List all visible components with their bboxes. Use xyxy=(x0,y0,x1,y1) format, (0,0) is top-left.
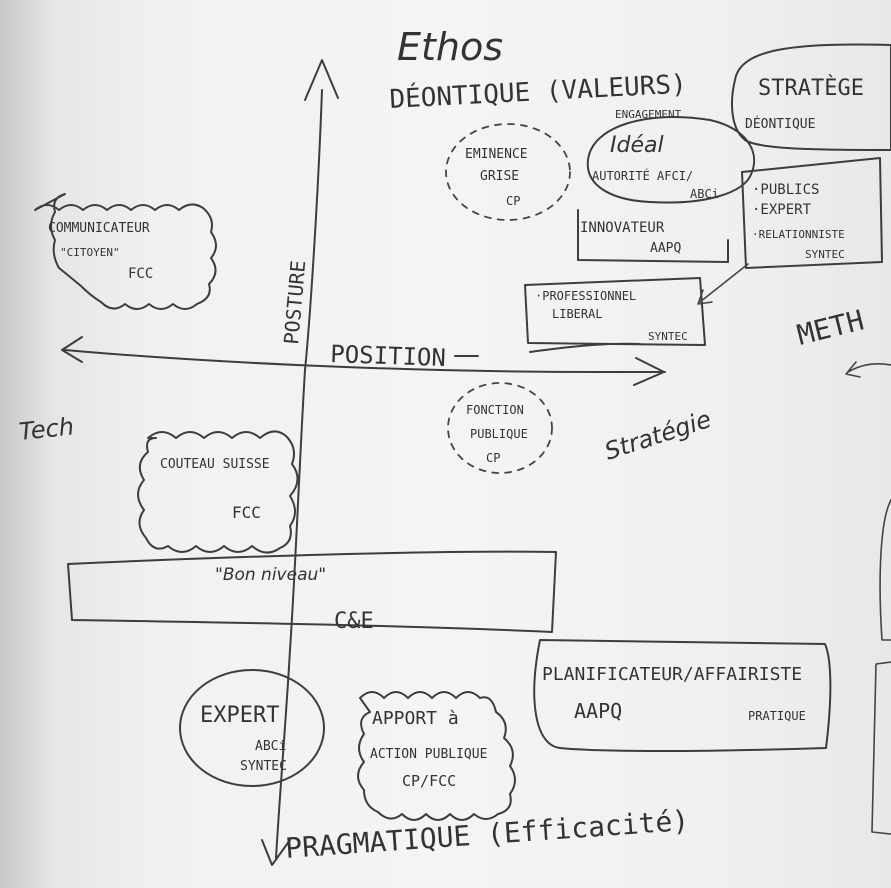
professionnel-tag: SYNTEC xyxy=(648,330,688,343)
bon-niveau-box xyxy=(67,550,557,633)
communicateur-l1: COMMUNICATEUR xyxy=(48,221,150,236)
professionnel-l1: ·PROFESSIONNEL xyxy=(535,289,636,303)
eminence-l2: GRISE xyxy=(480,169,519,184)
ideal-l1: Idéal xyxy=(610,133,664,158)
position-label: POSITION xyxy=(330,340,447,372)
publics-l3: ·RELATIONNISTE xyxy=(752,228,845,241)
innovateur-l1: INNOVATEUR xyxy=(580,220,665,236)
ideal-l3: ABCi xyxy=(690,187,719,201)
eminence-tag: CP xyxy=(506,194,520,208)
couteau-cloud xyxy=(137,430,299,554)
meth-label: METH xyxy=(794,303,867,351)
vertical-axis-line xyxy=(275,89,323,859)
ideal-l2: AUTORITÉ AFCI/ xyxy=(592,168,693,183)
apport-l1: APPORT à xyxy=(372,708,459,729)
communicateur-l2: "CITOYEN" xyxy=(60,246,120,259)
professionnel-to-publics-link xyxy=(699,263,749,303)
stratege-sub: DÉONTIQUE xyxy=(745,116,815,132)
right-partial-box-lower xyxy=(871,661,891,835)
innovateur-l2: AAPQ xyxy=(650,241,681,256)
communicateur-l3: FCC xyxy=(128,266,153,282)
expert-l2: ABCi xyxy=(255,739,286,754)
innovateur-bracket xyxy=(577,209,729,263)
pragmatique-label: PRAGMATIQUE (Efficacité) xyxy=(284,804,690,865)
planificateur-l2: AAPQ xyxy=(574,699,622,723)
publics-l4: SYNTEC xyxy=(805,248,845,261)
expert-l1: EXPERT xyxy=(200,703,279,728)
couteau-l2: FCC xyxy=(232,503,261,522)
apport-l3: CP/FCC xyxy=(402,772,456,790)
eminence-l1: EMINENCE xyxy=(465,147,528,162)
professionnel-box xyxy=(524,277,706,346)
left-axis-arrowhead xyxy=(61,336,83,363)
publics-box xyxy=(741,157,883,269)
strategie-label: Stratégie xyxy=(601,405,714,466)
fonction-dashed-circle xyxy=(447,382,553,474)
expert-ellipse xyxy=(179,669,325,787)
fonction-l1: FONCTION xyxy=(466,403,524,417)
posture-label: POSTURE xyxy=(279,259,310,345)
ethos-label: Ethos xyxy=(397,25,503,69)
fonction-l2: PUBLIQUE xyxy=(470,427,528,441)
planificateur-l3: PRATIQUE xyxy=(748,709,806,723)
right-axis-arrowhead xyxy=(633,357,665,386)
stratege-box xyxy=(731,43,891,151)
planificateur-box xyxy=(533,639,832,752)
apport-cloud xyxy=(357,691,516,821)
tech-label: Tech xyxy=(18,412,76,446)
stratege-title: STRATÈGE xyxy=(758,75,864,101)
professionnel-l2: LIBERAL xyxy=(552,307,603,321)
horizontal-axis-line xyxy=(64,349,666,374)
expert-l3: SYNTEC xyxy=(240,759,287,774)
eminence-dashed-circle xyxy=(445,123,571,221)
link-arrowhead xyxy=(697,289,713,305)
bottom-axis-arrowhead xyxy=(261,839,291,866)
bon-niveau-l1: "Bon niveau" xyxy=(215,565,326,585)
communicateur-cloud xyxy=(34,193,217,310)
bon-niveau-l2: C&E xyxy=(334,609,374,634)
vertical-axis-arrowhead xyxy=(304,59,339,101)
planificateur-l1: PLANIFICATEUR/AFFAIRISTE xyxy=(542,664,802,685)
publics-l2: ·EXPERT xyxy=(752,202,812,218)
meth-arrow xyxy=(845,361,891,378)
ideal-ellipse xyxy=(586,116,756,204)
apport-l2: ACTION PUBLIQUE xyxy=(370,747,487,762)
couteau-l1: COUTEAU SUISSE xyxy=(160,457,270,472)
fonction-l3: CP xyxy=(486,451,500,465)
publics-l1: ·PUBLICS xyxy=(752,182,819,198)
right-partial-box-upper xyxy=(879,499,891,641)
